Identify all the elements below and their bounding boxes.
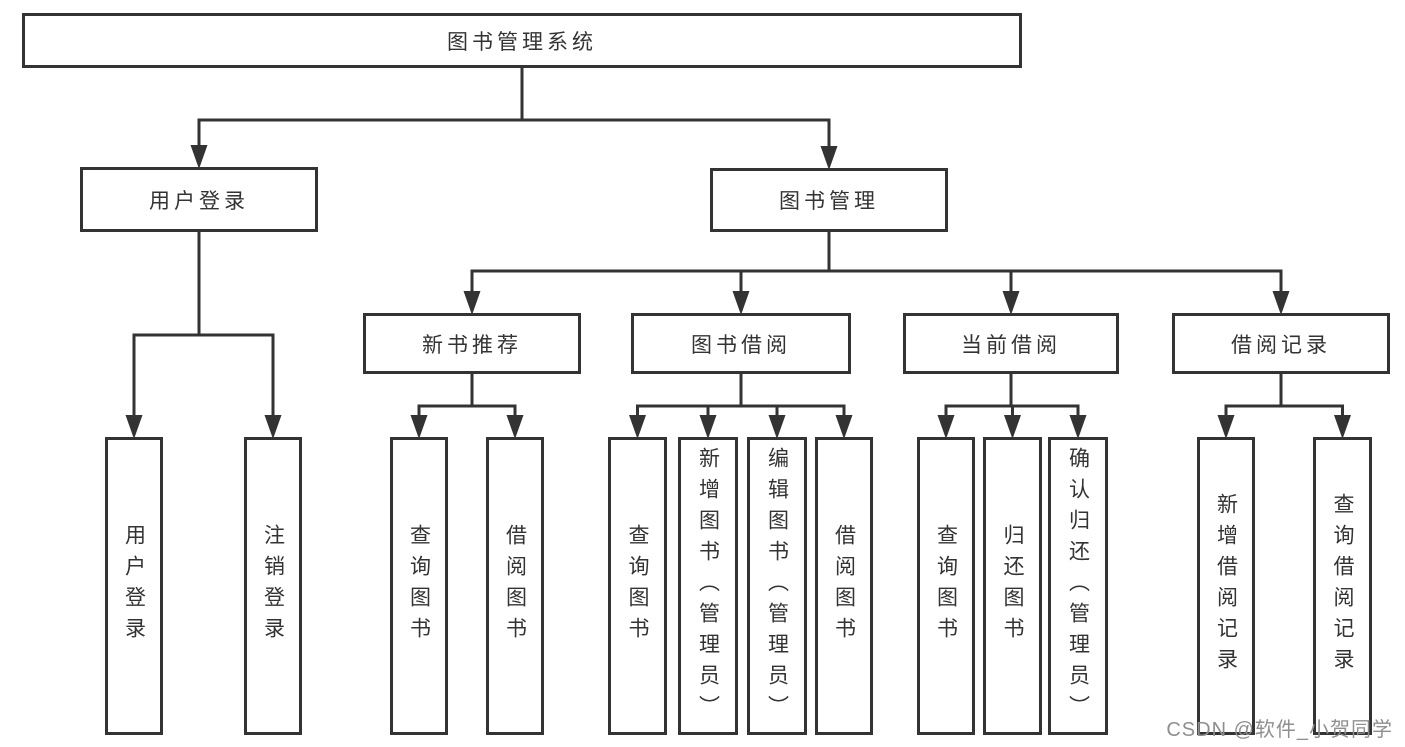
arrowhead-icon	[1334, 415, 1351, 439]
node-label: 新增图书（管理员）	[696, 446, 720, 726]
arrowhead-icon	[629, 415, 646, 439]
node-label: 图书借阅	[691, 333, 791, 357]
node-label: 编辑图书（管理员）	[765, 446, 789, 726]
node-leaf-add-book: 新增图书（管理员）	[678, 437, 738, 735]
node-label: 查询借阅记录	[1331, 493, 1354, 679]
arrowhead-icon	[937, 415, 955, 439]
node-label: 注销登录	[261, 524, 285, 648]
node-leaf-borrow-book-2: 借阅图书	[815, 437, 873, 735]
arrowhead-icon	[699, 415, 717, 439]
arrowhead-icon	[835, 415, 853, 439]
node-label: 新书推荐	[422, 333, 522, 357]
node-label: 当前借阅	[961, 333, 1061, 357]
arrowhead-icon	[732, 291, 750, 315]
node-book-mgmt: 图书管理	[710, 168, 948, 232]
arrowhead-icon	[1217, 415, 1235, 439]
node-label: 查询图书	[626, 524, 649, 648]
node-root: 图书管理系统	[22, 13, 1022, 68]
node-leaf-query-book-2: 查询图书	[608, 437, 667, 735]
arrowhead-icon	[768, 415, 786, 439]
node-borrow-records: 借阅记录	[1172, 313, 1390, 374]
arrowhead-icon	[506, 415, 524, 439]
arrowhead-icon	[1069, 415, 1087, 439]
node-label: 借阅图书	[503, 524, 527, 648]
node-leaf-query-book-3: 查询图书	[917, 437, 975, 735]
node-leaf-edit-book: 编辑图书（管理员）	[747, 437, 807, 735]
node-leaf-user-login: 用户登录	[105, 437, 163, 735]
node-label: 借阅记录	[1231, 333, 1331, 357]
node-label: 借阅图书	[832, 524, 856, 648]
node-label: 查询图书	[407, 524, 431, 648]
node-label: 归还图书	[1001, 524, 1024, 648]
watermark: CSDN @软件_小贺同学	[1166, 719, 1393, 741]
node-leaf-query-book-1: 查询图书	[390, 437, 448, 735]
node-label: 查询图书	[934, 524, 958, 648]
node-label: 图书管理	[779, 190, 879, 213]
node-label: 用户登录	[122, 524, 146, 648]
arrowhead-icon	[125, 415, 143, 439]
node-current-borrow: 当前借阅	[903, 313, 1119, 374]
node-label: 图书管理系统	[447, 30, 597, 54]
arrowhead-icon	[1272, 291, 1290, 315]
node-new-book-rec: 新书推荐	[363, 313, 581, 374]
arrowhead-icon	[1004, 415, 1021, 439]
arrowhead-icon	[410, 415, 428, 439]
node-user-login: 用户登录	[80, 167, 318, 232]
node-leaf-logout: 注销登录	[244, 437, 302, 735]
arrowhead-icon	[190, 145, 208, 169]
arrowhead-icon	[820, 146, 838, 170]
node-leaf-add-record: 新增借阅记录	[1197, 437, 1255, 735]
node-leaf-confirm-return: 确认归还（管理员）	[1048, 437, 1108, 735]
node-leaf-return-book: 归还图书	[983, 437, 1042, 735]
node-label: 新增借阅记录	[1214, 493, 1238, 679]
node-label: 确认归还（管理员）	[1066, 446, 1090, 726]
node-book-borrow: 图书借阅	[631, 313, 851, 374]
node-label: 用户登录	[149, 189, 249, 213]
arrowhead-icon	[463, 291, 481, 315]
arrowhead-icon	[1002, 291, 1020, 315]
node-leaf-query-record: 查询借阅记录	[1313, 437, 1372, 735]
arrowhead-icon	[264, 415, 282, 439]
node-leaf-borrow-book-1: 借阅图书	[486, 437, 544, 735]
